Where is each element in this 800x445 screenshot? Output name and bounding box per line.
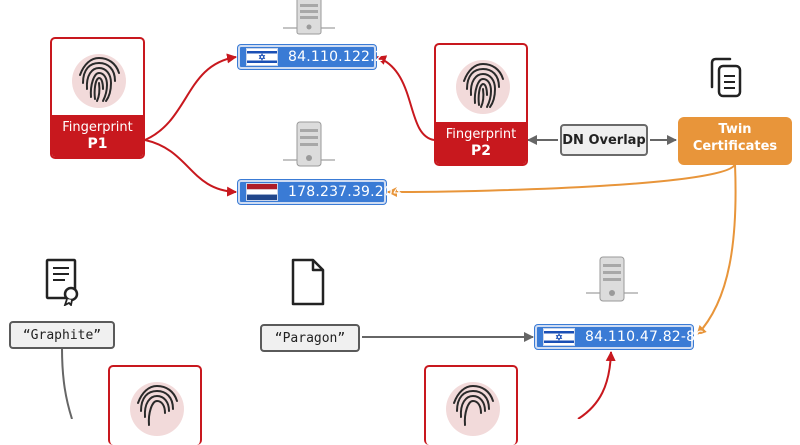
ip-address-label: 84.110.47.82-86 — [585, 329, 705, 345]
ip-address-label: 178.237.39.204 — [288, 184, 403, 200]
copy-documents-icon — [710, 57, 742, 98]
ip-address-label: 84.110.122.27 — [288, 49, 394, 65]
ip-node-84-110-47-82-86: 84.110.47.82-86 — [535, 325, 704, 349]
fingerprint-p1-card: Fingerprint P1 — [50, 37, 145, 159]
diagram-edges — [61, 53, 737, 419]
edge-twin-to-ip2 — [387, 163, 736, 197]
edge-p2-to-ip1 — [376, 55, 435, 141]
edge-p1-to-ip2 — [144, 139, 237, 197]
fingerprint-icon — [130, 382, 184, 436]
certificate-icon — [45, 258, 79, 306]
document-icon — [291, 258, 325, 306]
twin-certificates-box: Twin Certificates — [678, 117, 792, 165]
twin-certificates-line1: Twin — [718, 122, 752, 137]
dn-overlap-label: DN Overlap — [562, 132, 646, 148]
netherlands-flag-icon — [246, 183, 278, 201]
fingerprint-icon — [446, 382, 500, 436]
edge-twin-to-ip3 — [696, 163, 737, 336]
fingerprint-p2-card: Fingerprint P2 — [434, 43, 528, 166]
graphite-label: “Graphite” — [22, 327, 102, 343]
israel-flag-icon — [543, 328, 575, 346]
edge-p1-to-ip1 — [144, 53, 237, 141]
edge-bottom-to-ip3 — [577, 351, 616, 419]
paragon-tag: “Paragon” — [260, 324, 360, 352]
fingerprint-p2-label: Fingerprint P2 — [436, 122, 526, 164]
israel-flag-icon — [246, 48, 278, 66]
ip-node-84-110-122-27: 84.110.122.27 — [238, 45, 393, 69]
fingerprint-card-partial — [424, 365, 518, 445]
graphite-tag: “Graphite” — [9, 321, 115, 349]
twin-certificates-line2: Certificates — [692, 139, 778, 154]
ip-node-178-237-39-204: 178.237.39.204 — [238, 180, 402, 204]
paragon-label: “Paragon” — [274, 330, 346, 346]
fingerprint-icon — [456, 60, 510, 114]
fingerprint-card-partial — [108, 365, 202, 445]
dn-overlap-box: DN Overlap — [560, 124, 648, 156]
server-icon — [283, 121, 335, 167]
server-icon — [283, 0, 335, 35]
server-icon — [586, 256, 638, 302]
fingerprint-p1-label: Fingerprint P1 — [52, 115, 143, 157]
fingerprint-icon — [72, 54, 126, 108]
edge-graphite-down — [61, 347, 73, 419]
